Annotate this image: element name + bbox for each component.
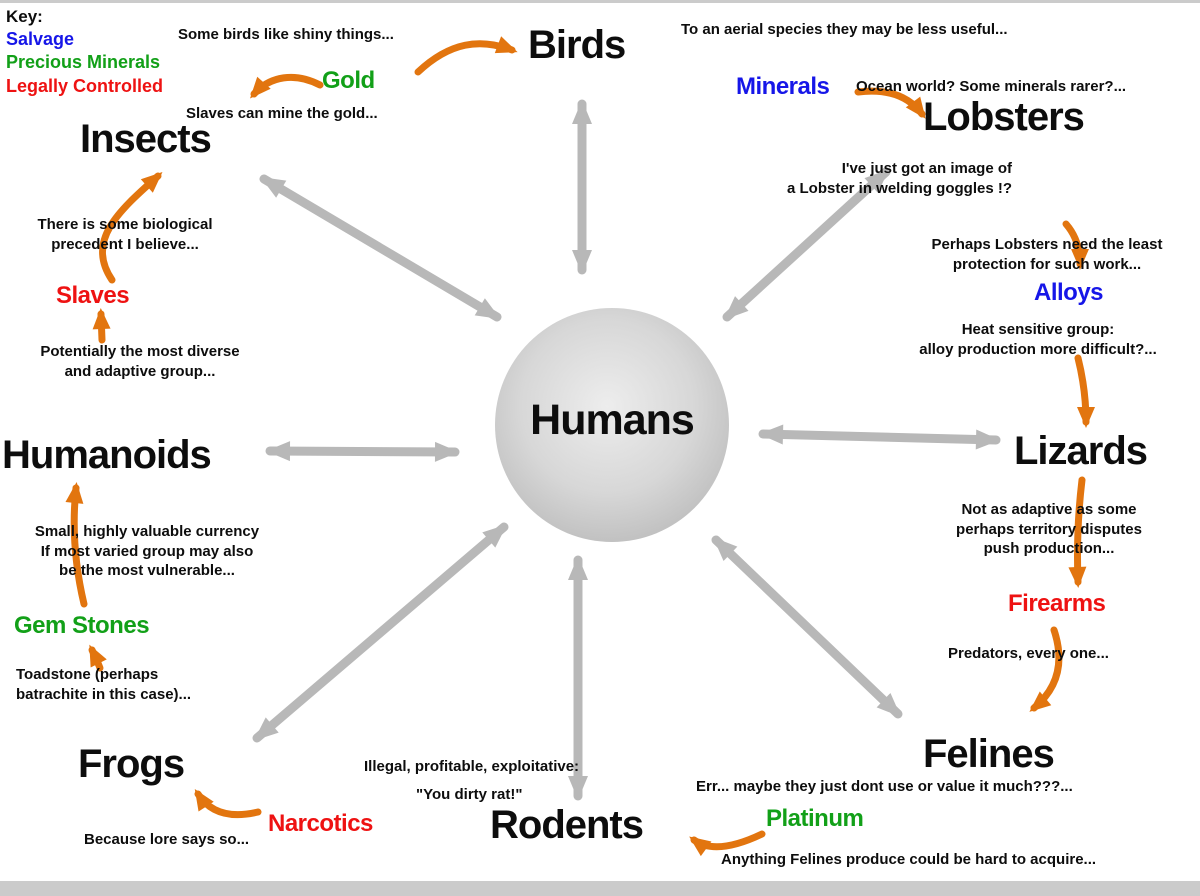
arrow-toadstone-gemstones (88, 644, 107, 672)
node-frogs: Frogs (78, 742, 185, 786)
note-biological-precedent: There is some biological precedent I bel… (37, 216, 213, 253)
legend-title: Key: (6, 7, 43, 26)
note-dirty-rat: "You dirty rat!" (416, 786, 523, 803)
arrow-minerals-lobsters (854, 87, 926, 119)
note-felines-acquire: Anything Felines produce could be hard t… (721, 851, 1097, 868)
note-ocean-world: Ocean world? Some minerals rarer?... (856, 78, 1127, 95)
node-rodents: Rodents (490, 803, 644, 847)
arrow-humans-insects (259, 174, 502, 322)
note-toadstone: Toadstone (perhaps batrachite in this ca… (16, 666, 192, 703)
arrow-slaves-insects (98, 171, 163, 284)
node-insects: Insects (80, 117, 212, 161)
arrow-humans-frogs (252, 522, 509, 743)
note-valuable-currency: Small, highly valuable currency If most … (34, 523, 260, 579)
bottom-border (0, 881, 1200, 896)
legend: Key: Salvage Precious Minerals Legally C… (6, 6, 163, 98)
node-humanoids: Humanoids (2, 433, 212, 477)
note-most-diverse: Potentially the most diverse and adaptiv… (40, 343, 240, 380)
node-humans: Humans (530, 396, 695, 444)
arrow-narcotics-frogs (194, 788, 262, 819)
note-illegal-profitable: Illegal, profitable, exploitative: (364, 758, 580, 775)
node-birds: Birds (528, 23, 626, 67)
arrow-gold-mining-note (250, 73, 324, 99)
note-lobsters-protection: Perhaps Lobsters need the least protecti… (931, 236, 1163, 273)
humans-circle (495, 308, 729, 542)
note-predators: Predators, every one... (948, 645, 1109, 662)
arrow-humans-felines (711, 535, 903, 719)
arrow-humans-lizards (758, 424, 1001, 450)
commodity-gold: Gold (322, 67, 375, 94)
top-border (0, 0, 1200, 3)
commodity-alloys: Alloys (1034, 279, 1104, 306)
note-felines-value: Err... maybe they just dont use or value… (696, 778, 1073, 795)
legend-item-precious-minerals: Precious Minerals (6, 52, 161, 73)
arrow-platinum-rodents (689, 830, 766, 857)
legend-item-salvage: Salvage (6, 29, 75, 50)
commodity-slaves: Slaves (56, 282, 130, 309)
note-birds-shiny: Some birds like shiny things... (178, 26, 394, 43)
note-lobster-goggles: I've just got an image of a Lobster in w… (786, 160, 1012, 197)
arrow-note-slaves (92, 308, 111, 344)
arrow-humans-humanoids (265, 441, 460, 462)
node-lizards: Lizards (1014, 429, 1148, 473)
note-territory-disputes: Not as adaptive as some perhaps territor… (956, 501, 1142, 557)
arrow-gemstones-humanoids (65, 482, 88, 608)
commodity-firearms: Firearms (1008, 590, 1106, 617)
arrow-lizards-firearms (1068, 476, 1087, 588)
note-lore-says-so: Because lore says so... (84, 831, 250, 848)
node-felines: Felines (923, 732, 1055, 776)
arrow-humans-lobsters (722, 167, 891, 322)
note-slaves-mine-gold: Slaves can mine the gold... (186, 105, 378, 122)
commodity-platinum: Platinum (766, 805, 864, 832)
arrow-firearms-felines (1029, 626, 1063, 712)
arrow-gold-birds (414, 36, 518, 76)
commodity-minerals: Minerals (736, 73, 830, 100)
note-heat-sensitive: Heat sensitive group: alloy production m… (919, 321, 1157, 358)
commodity-narcotics: Narcotics (268, 810, 373, 837)
node-lobsters: Lobsters (923, 95, 1085, 139)
note-aerial-less-useful: To an aerial species they may be less us… (681, 21, 1008, 38)
commodity-gem-stones: Gem Stones (14, 612, 150, 639)
legend-item-legally-controlled: Legally Controlled (6, 75, 164, 96)
arrow-alloys-lizards (1074, 354, 1095, 428)
arrow-lobsters-alloys (1062, 220, 1089, 270)
